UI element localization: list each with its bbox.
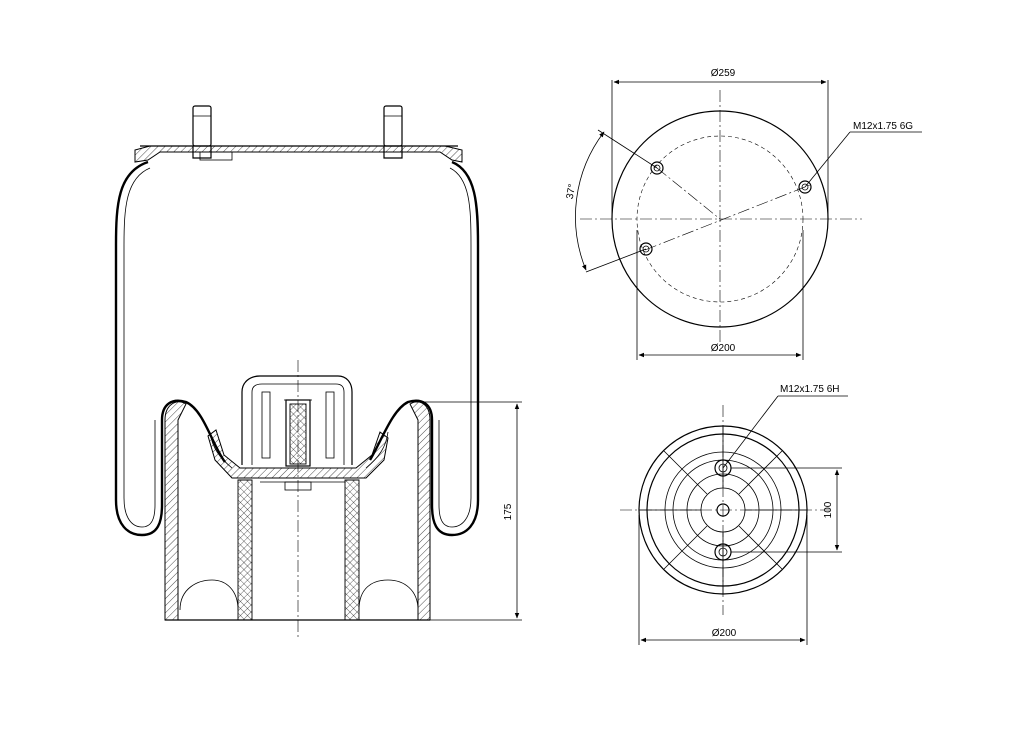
height-dimension: 175 bbox=[410, 401, 522, 621]
bump-stop bbox=[241, 375, 353, 467]
piston bbox=[164, 401, 431, 621]
piston-diameter-label: Ø200 bbox=[712, 628, 737, 639]
bolt-circle-label: Ø200 bbox=[711, 343, 736, 354]
stud-hole bbox=[639, 242, 653, 256]
top-thread-label: M12x1.75 6G bbox=[853, 121, 913, 132]
height-label: 175 bbox=[503, 503, 514, 520]
top-plate bbox=[134, 145, 463, 163]
outer-diameter-label: Ø259 bbox=[711, 68, 736, 79]
mounting-studs bbox=[192, 105, 403, 159]
stud-hole bbox=[650, 161, 664, 175]
piston-bottom-view: M12x1.75 6H 100 Ø200 bbox=[620, 384, 848, 645]
spacing-label: 100 bbox=[823, 501, 834, 518]
stud-hole bbox=[798, 180, 812, 194]
angle-label: 37° bbox=[565, 183, 578, 200]
rubber-bellow bbox=[114, 160, 480, 537]
bottom-thread-label: M12x1.75 6H bbox=[780, 384, 839, 395]
side-section-view: 175 bbox=[114, 105, 522, 640]
top-plate-view: Ø259 Ø200 37° M12x1.75 6G bbox=[565, 68, 922, 360]
